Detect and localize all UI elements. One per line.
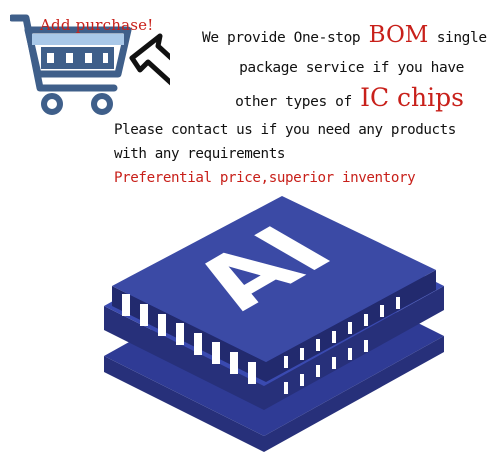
contact-line-1: Please contact us if you need any produc… <box>114 122 456 138</box>
intro-line-3: other types of IC chips <box>202 83 464 117</box>
intro-line-1: We provide One-stop BOM single <box>202 20 487 53</box>
add-purchase-label: Add purchase! <box>40 16 154 34</box>
contact-text: Please contact us if you need any produc… <box>114 118 456 190</box>
intro-line-2: package service if you have <box>239 60 464 76</box>
intro-line-1-prefix: We provide One-stop <box>202 30 369 46</box>
intro-text: We provide One-stop BOM single package s… <box>202 20 487 117</box>
ai-chip-illustration: AI <box>104 196 444 452</box>
intro-line-1-suffix: single <box>428 30 487 46</box>
shopping-cart-icon <box>10 14 170 115</box>
bom-highlight: BOM <box>368 22 429 48</box>
ic-chips-highlight: IC chips <box>360 83 464 112</box>
intro-line-3-prefix: other types of <box>235 94 361 110</box>
contact-line-2: with any requirements <box>114 146 285 162</box>
arrow-icon <box>129 33 170 86</box>
preferential-line: Preferential price,superior inventory <box>114 170 416 186</box>
